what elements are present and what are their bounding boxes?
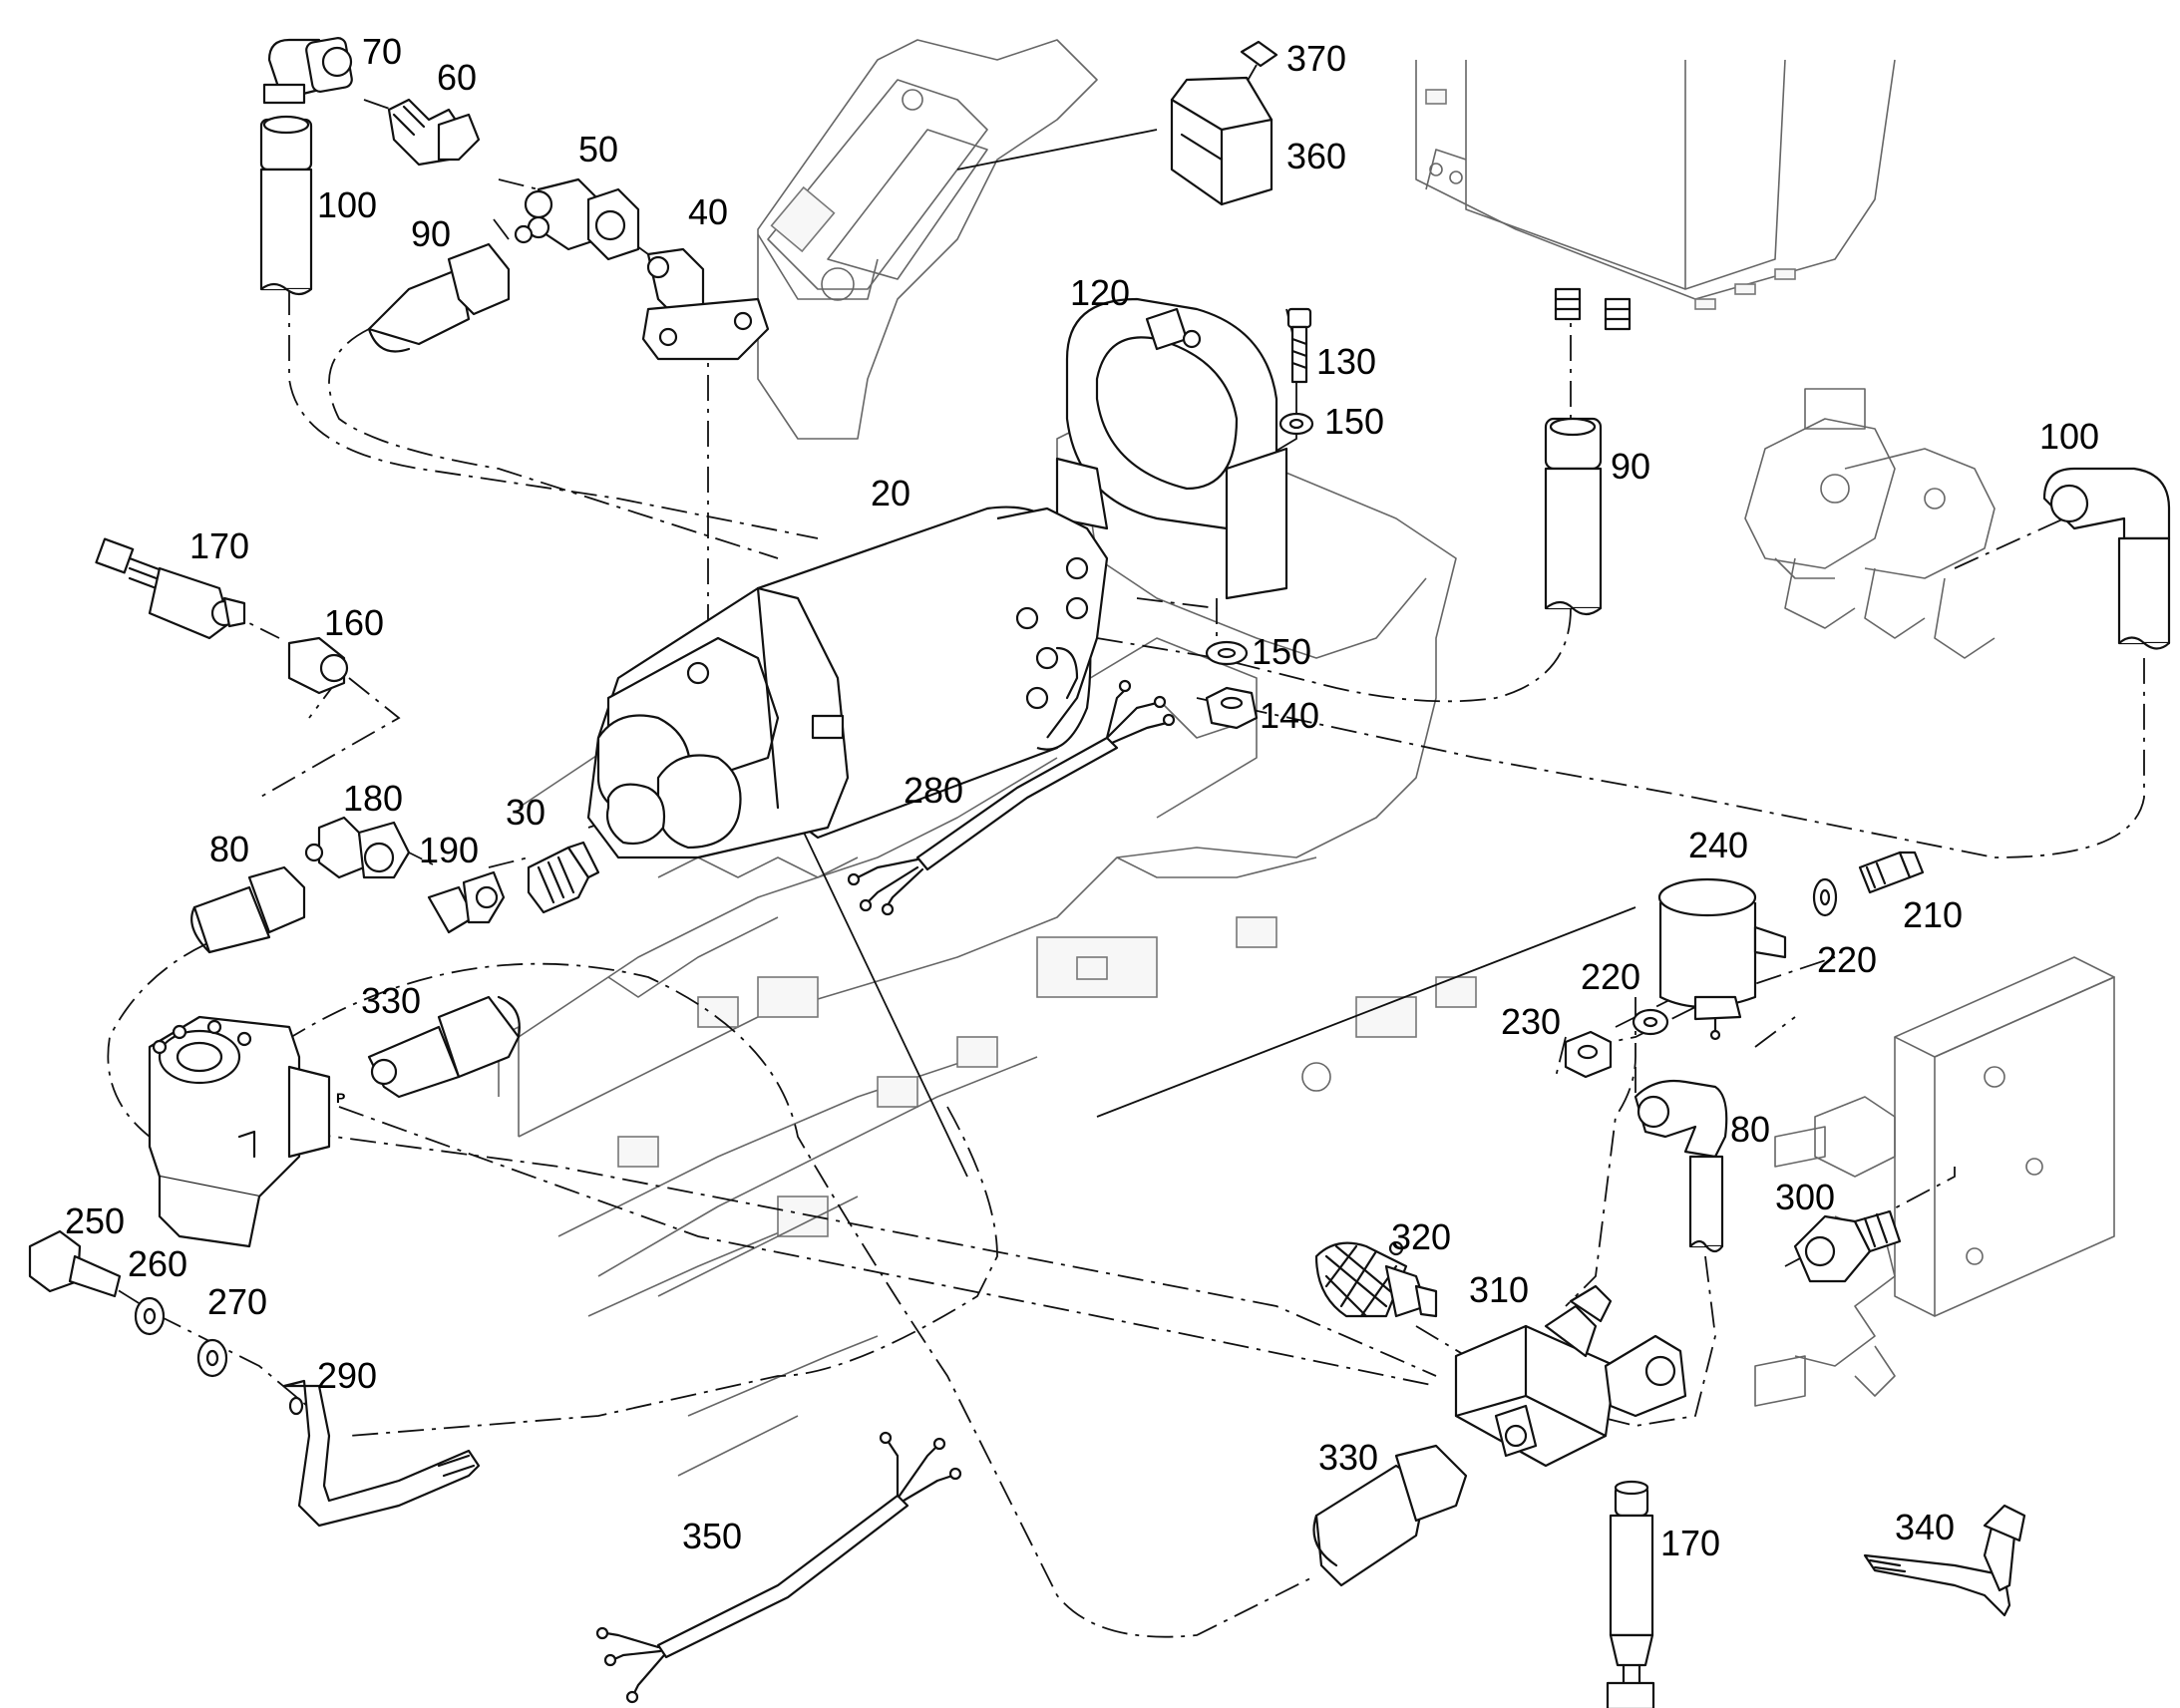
part-240-solenoid [1657,877,1787,1041]
part-70-elbow-fitting [262,37,353,105]
part-260-washer [134,1296,166,1336]
part-350-wire-harness [595,1431,962,1704]
part-100-hose [259,115,313,296]
part-270-washer [196,1338,228,1378]
part-320-strainer [1314,1240,1438,1318]
port-p-marker: P [336,1090,345,1106]
part-340-ground-strap [1863,1504,2026,1617]
part-180-tee [304,816,411,879]
label-30: 30 [506,792,545,833]
label-120: 120 [1070,272,1130,313]
label-330-lower: 330 [1318,1437,1378,1478]
part-80-elbow-hose [1634,1079,1728,1253]
hydraulic-pump-assembly [1744,388,1996,659]
label-60: 60 [437,57,477,98]
label-320: 320 [1391,1216,1451,1257]
label-260: 260 [128,1243,187,1284]
label-330-left: 330 [361,980,421,1021]
label-360: 360 [1286,136,1346,176]
part-250-bolt [28,1229,122,1298]
part-50-tee [524,177,640,261]
part-130-bolt [1286,307,1312,384]
part-230-nut [1564,1030,1613,1079]
part-330-hose-lower [1312,1444,1468,1587]
leader-lines [777,64,1636,1178]
label-70: 70 [362,31,402,72]
label-50: 50 [578,129,618,170]
part-300-adapter [1793,1209,1902,1283]
label-150-lower: 150 [1252,631,1311,672]
label-300: 300 [1775,1177,1835,1217]
part-220-washer [1812,877,1838,917]
label-150-upper: 150 [1324,401,1384,442]
part-100-elbow-hose [2042,467,2171,650]
part-90-hose-right [1544,287,1632,616]
part-20-pump-motor [586,506,1109,859]
label-140: 140 [1260,695,1319,736]
part-150-washer [1278,412,1314,436]
label-40: 40 [688,191,728,232]
part-30-adapter [527,841,600,914]
label-350: 350 [682,1516,742,1556]
part-370-switch-cap [1240,40,1278,68]
part-160-adapter [287,636,349,695]
part-labels: 70 60 50 40 100 90 370 360 120 130 150 9… [65,31,2099,1563]
label-240: 240 [1688,825,1748,865]
part-310-valve-block [1454,1284,1687,1468]
part-190-elbow [427,870,506,934]
label-290: 290 [317,1355,377,1396]
label-220-right: 220 [1817,939,1877,980]
label-210: 210 [1903,894,1963,935]
part-290-ground-strap [282,1379,481,1528]
part-210-bolt [1858,851,1925,894]
part-60-adapter [387,98,481,167]
part-360-rocker-switch [1170,76,1273,206]
label-190: 190 [419,830,479,870]
connection-lines [79,99,2145,1638]
label-20: 20 [871,473,910,513]
label-370: 370 [1286,38,1346,79]
label-170-upper: 170 [189,525,249,566]
label-90-upper: 90 [411,213,451,254]
label-80-left: 80 [209,829,249,869]
part-40-flange-elbow [641,247,770,361]
label-220-lower: 220 [1581,956,1640,997]
part-330-hose [367,995,521,1099]
cabinet-housing [1415,59,1896,310]
label-310: 310 [1469,1269,1529,1310]
part-90-hose [367,224,534,353]
label-100-upper: 100 [317,184,377,225]
label-180: 180 [343,778,403,819]
label-80-right: 80 [1730,1109,1770,1150]
label-90-right: 90 [1611,446,1650,487]
label-230: 230 [1501,1001,1561,1042]
label-270: 270 [207,1281,267,1322]
part-170-pressure-sensor [95,537,246,640]
label-160: 160 [324,602,384,643]
part-120-mounting-bracket [1055,297,1288,600]
part-220-washer-lower [1632,1008,1669,1036]
operator-console [757,39,1098,440]
label-130: 130 [1316,341,1376,382]
part-170-pressure-sensor-lower [1606,1480,1655,1708]
part-280-wire-harness [847,679,1176,916]
part-80-hose [190,865,306,954]
part-140-nut [1205,686,1259,730]
label-170-lower: 170 [1660,1523,1720,1563]
label-100-right: 100 [2039,416,2099,457]
label-340: 340 [1895,1507,1955,1547]
part-steering-unit [148,1015,331,1248]
part-150-washer-lower [1205,640,1249,666]
label-250: 250 [65,1200,125,1241]
label-280: 280 [904,770,963,811]
